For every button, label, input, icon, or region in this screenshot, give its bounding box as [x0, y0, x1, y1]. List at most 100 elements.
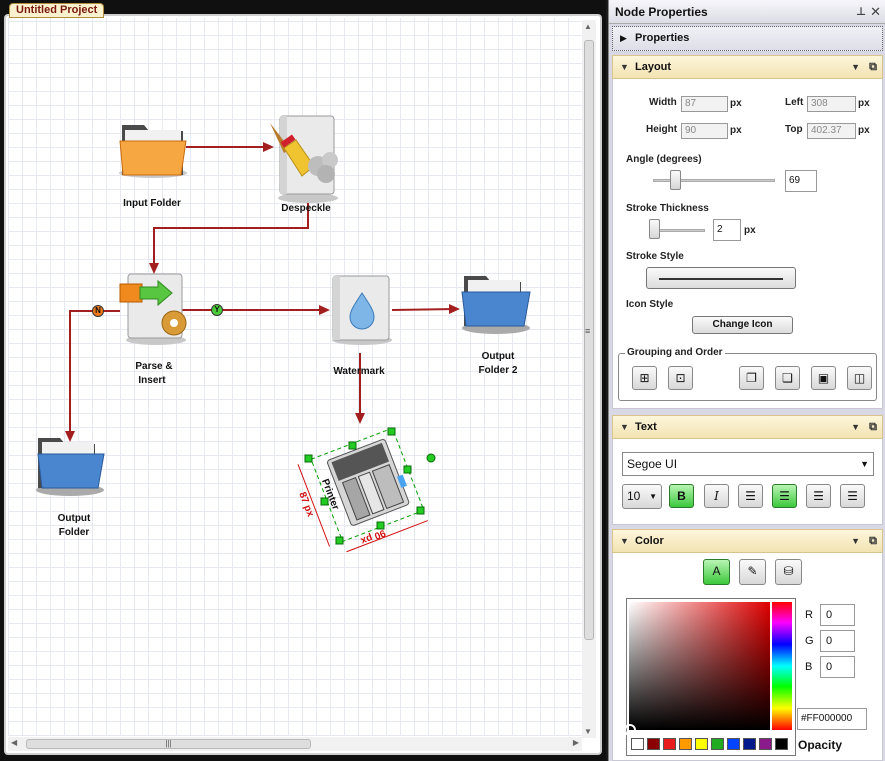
send-backward-icon[interactable]: ▣	[811, 366, 836, 390]
blue-field[interactable]: 0	[820, 656, 855, 678]
popout-icon[interactable]: ⧉	[869, 421, 877, 433]
stroke-thickness-slider-track[interactable]	[653, 229, 705, 232]
bring-forward-icon[interactable]: ❏	[775, 366, 800, 390]
document-tab[interactable]: Untitled Project	[9, 3, 105, 18]
stroke-thickness-field[interactable]: 2	[713, 219, 741, 241]
color-swatch[interactable]	[647, 738, 660, 750]
width-field[interactable]: 87	[681, 96, 728, 112]
printer-node-selected[interactable]	[297, 427, 428, 557]
input-folder-icon[interactable]	[119, 125, 187, 178]
scroll-left-icon[interactable]: ◀	[11, 738, 18, 747]
close-icon[interactable]: ✕	[870, 4, 881, 19]
ungroup-icon[interactable]: ⊡	[668, 366, 693, 390]
red-label: R	[805, 609, 813, 621]
hex-color-field[interactable]: #FF000000	[797, 708, 867, 730]
align-justify-icon[interactable]: ☰	[840, 484, 865, 508]
stroke-color-icon[interactable]: ✎	[739, 559, 766, 585]
horizontal-scroll-thumb[interactable]: |||	[26, 739, 311, 749]
document-area: Input Folder Despeckle Parse & Insert Wa…	[4, 14, 602, 755]
top-field[interactable]: 402.37	[807, 123, 856, 139]
left-field[interactable]: 308	[807, 96, 856, 112]
vertical-scroll-thumb[interactable]	[584, 40, 594, 640]
color-swatch[interactable]	[759, 738, 772, 750]
hue-slider[interactable]	[772, 602, 792, 730]
expanded-arrow-icon: ▼	[620, 62, 629, 72]
expanded-arrow-icon: ▼	[620, 422, 629, 432]
layout-section-header[interactable]: ▼ Layout ▼ ⧉	[612, 55, 883, 79]
selection-handles[interactable]	[304, 427, 436, 545]
watermark-label: Watermark	[333, 366, 385, 377]
angle-field[interactable]: 69	[785, 170, 817, 192]
output-folder-icon[interactable]	[36, 438, 105, 496]
section-menu-icon[interactable]: ▼	[851, 62, 860, 72]
arrowhead	[449, 304, 460, 314]
change-icon-button[interactable]: Change Icon	[692, 316, 793, 334]
vertical-scrollbar[interactable]: ▲ ▼	[582, 20, 596, 738]
yes-branch-badge: Y	[211, 304, 223, 316]
output-folder-2-label-line2: Folder 2	[478, 365, 518, 376]
color-swatch[interactable]	[631, 738, 644, 750]
bring-to-front-icon[interactable]: ❐	[739, 366, 764, 390]
scroll-up-icon[interactable]: ▲	[584, 22, 592, 31]
color-swatch[interactable]	[775, 738, 788, 750]
align-right-icon[interactable]: ☰	[806, 484, 831, 508]
width-unit: px	[730, 98, 742, 109]
angle-slider-thumb[interactable]	[670, 170, 681, 190]
font-family-value: Segoe UI	[627, 457, 678, 471]
italic-button[interactable]: I	[704, 484, 729, 508]
text-section-header[interactable]: ▼ Text ▼ ⧉	[612, 415, 883, 439]
color-title: Color	[635, 535, 664, 547]
font-family-dropdown[interactable]: Segoe UI ▼	[622, 452, 874, 476]
parse-insert-label-line1: Parse &	[135, 361, 173, 372]
parse-insert-icon[interactable]	[119, 273, 187, 345]
stroke-style-dropdown[interactable]	[646, 267, 796, 289]
saturation-picker-handle[interactable]	[624, 724, 636, 736]
height-field[interactable]: 90	[681, 123, 728, 139]
section-menu-icon[interactable]: ▼	[851, 536, 860, 546]
align-center-icon[interactable]: ☰	[772, 484, 797, 508]
arrowhead	[149, 263, 159, 274]
diagram-canvas[interactable]: Input Folder Despeckle Parse & Insert Wa…	[8, 18, 582, 736]
grouping-order-box: Grouping and Order ⊞ ⊡ ❐ ❏ ▣ ◫	[618, 347, 877, 401]
send-to-back-icon[interactable]: ◫	[847, 366, 872, 390]
arrowhead	[319, 305, 330, 315]
blue-label: B	[805, 661, 813, 673]
layout-title: Layout	[635, 61, 672, 73]
arrowhead	[355, 413, 365, 424]
color-swatch[interactable]	[711, 738, 724, 750]
bold-button[interactable]: B	[669, 484, 694, 508]
despeckle-label: Despeckle	[281, 203, 331, 214]
section-menu-icon[interactable]: ▼	[851, 422, 860, 432]
red-field[interactable]: 0	[820, 604, 855, 626]
scroll-right-icon[interactable]: ▶	[572, 738, 579, 747]
horizontal-scrollbar[interactable]: ◀ ||| ▶	[8, 737, 582, 751]
popout-icon[interactable]: ⧉	[869, 535, 877, 547]
angle-slider-track[interactable]	[653, 179, 775, 182]
connector-watermark-output2[interactable]	[391, 308, 457, 311]
align-left-icon[interactable]: ☰	[738, 484, 763, 508]
connector-despeckle-parse[interactable]	[153, 202, 309, 268]
scroll-down-icon[interactable]: ▼	[584, 727, 592, 736]
properties-section-header[interactable]: ▶ Properties	[612, 26, 883, 51]
popout-icon[interactable]: ⧉	[869, 61, 877, 73]
color-saturation-field[interactable]	[629, 602, 770, 730]
despeckle-icon[interactable]	[270, 115, 338, 203]
fill-color-icon[interactable]: ⛁	[775, 559, 802, 585]
font-size-dropdown[interactable]: 10 ▼	[622, 484, 662, 509]
pin-icon[interactable]: ⊥	[855, 6, 866, 18]
arrowhead	[263, 142, 274, 152]
output-folder-2-label-line1: Output	[481, 351, 515, 362]
color-swatch[interactable]	[727, 738, 740, 750]
color-swatch[interactable]	[695, 738, 708, 750]
color-swatch[interactable]	[743, 738, 756, 750]
group-icon[interactable]: ⊞	[632, 366, 657, 390]
color-swatch[interactable]	[679, 738, 692, 750]
stroke-thickness-slider-thumb[interactable]	[649, 219, 660, 239]
color-swatch[interactable]	[663, 738, 676, 750]
output-folder-2-icon[interactable]	[461, 276, 531, 334]
green-field[interactable]: 0	[820, 630, 855, 652]
watermark-icon[interactable]	[332, 275, 392, 345]
color-section-header[interactable]: ▼ Color ▼ ⧉	[612, 529, 883, 553]
text-color-icon[interactable]: A	[703, 559, 730, 585]
panel-title: Node Properties	[615, 5, 708, 19]
